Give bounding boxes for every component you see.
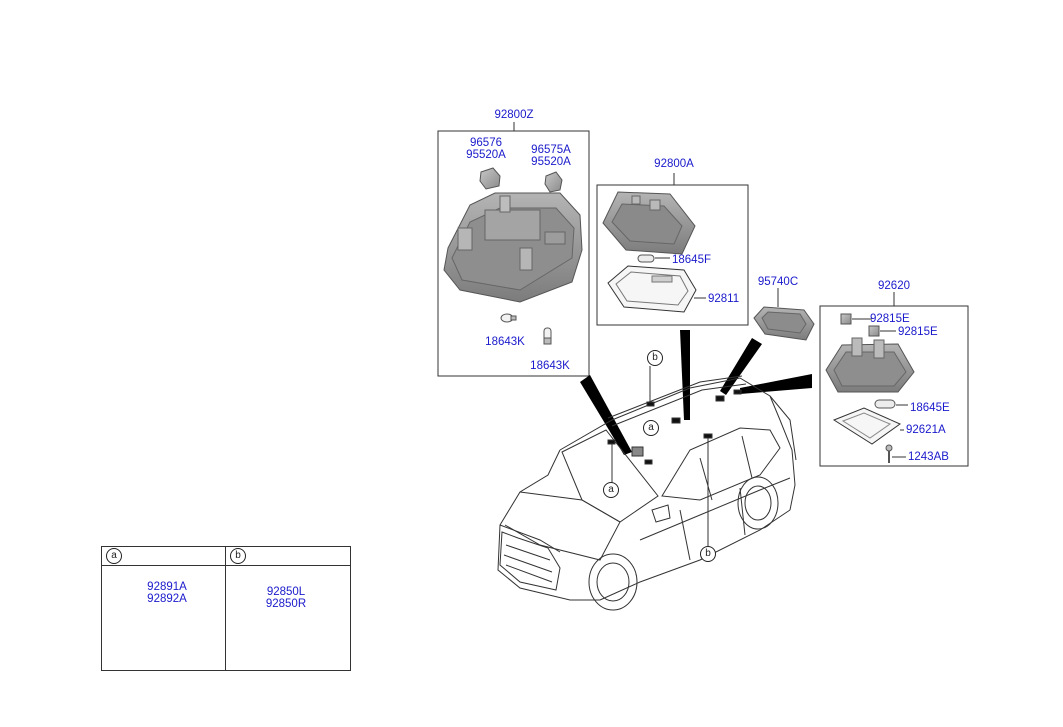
lens-92811[interactable] (607, 265, 697, 313)
legend-label-92891a[interactable]: 92891A (147, 581, 187, 593)
legend-marker-a: a (106, 548, 122, 564)
label-18643k-left[interactable]: 18643K (485, 336, 525, 348)
label-18643k-right[interactable]: 18643K (530, 360, 570, 372)
marker-b-top: b (647, 350, 663, 366)
marker-b-side: b (700, 546, 716, 562)
legend-label-92850r[interactable]: 92850R (265, 598, 307, 610)
bulb-18643k-left[interactable] (500, 313, 517, 323)
overhead-console-part[interactable] (443, 192, 583, 303)
label-92815e-second[interactable]: 92815E (898, 326, 938, 338)
marker-a-front: a (603, 482, 619, 498)
legend-marker-b: b (230, 548, 246, 564)
box-92800a (596, 173, 749, 326)
connector-96576[interactable] (479, 167, 501, 190)
label-18645e[interactable]: 18645E (910, 402, 950, 414)
legend-label-92892a[interactable]: 92892A (147, 593, 187, 605)
lens-92621a[interactable] (832, 407, 902, 445)
legend-header (102, 547, 350, 566)
label-92815e-first[interactable]: 92815E (870, 313, 910, 325)
box-92620 (819, 292, 969, 467)
label-95740c[interactable]: 95740C (757, 276, 799, 288)
label-1243ab[interactable]: 1243AB (908, 451, 949, 463)
marker-a-roof: a (643, 420, 659, 436)
legend-table: a b 92891A 92892A 92850L 92850R (101, 546, 351, 671)
legend-label-92850l[interactable]: 92850L (266, 586, 306, 598)
connector-92815e-left[interactable] (840, 313, 852, 325)
connector-92815e-right[interactable] (868, 325, 880, 337)
label-92800a[interactable]: 92800A (654, 158, 694, 170)
marker-leaders (607, 366, 742, 546)
label-92621a[interactable]: 92621A (906, 424, 946, 436)
map-lamp-housing-part[interactable] (825, 337, 915, 393)
legend-divider (225, 547, 226, 670)
bulb-18645e[interactable] (874, 399, 896, 409)
pointer-wedges (580, 330, 812, 455)
label-92811[interactable]: 92811 (708, 293, 740, 305)
label-96576[interactable]: 96576 (470, 137, 502, 149)
label-92800z[interactable]: 92800Z (494, 109, 534, 121)
vehicle-outline (497, 375, 797, 611)
bulb-18645f[interactable] (637, 254, 655, 263)
bulb-18643k-right[interactable] (543, 327, 552, 345)
box-92800z (437, 122, 590, 377)
label-95520a-left[interactable]: 95520A (466, 149, 506, 161)
label-92620[interactable]: 92620 (878, 280, 910, 292)
room-lamp-housing-part[interactable] (602, 191, 696, 255)
connector-96575a[interactable] (544, 171, 563, 193)
part-95740c[interactable] (753, 288, 815, 341)
label-95520a-right[interactable]: 95520A (531, 156, 571, 168)
label-18645f[interactable]: 18645F (672, 254, 712, 266)
screw-1243ab[interactable] (885, 444, 893, 463)
label-96575a[interactable]: 96575A (531, 144, 571, 156)
